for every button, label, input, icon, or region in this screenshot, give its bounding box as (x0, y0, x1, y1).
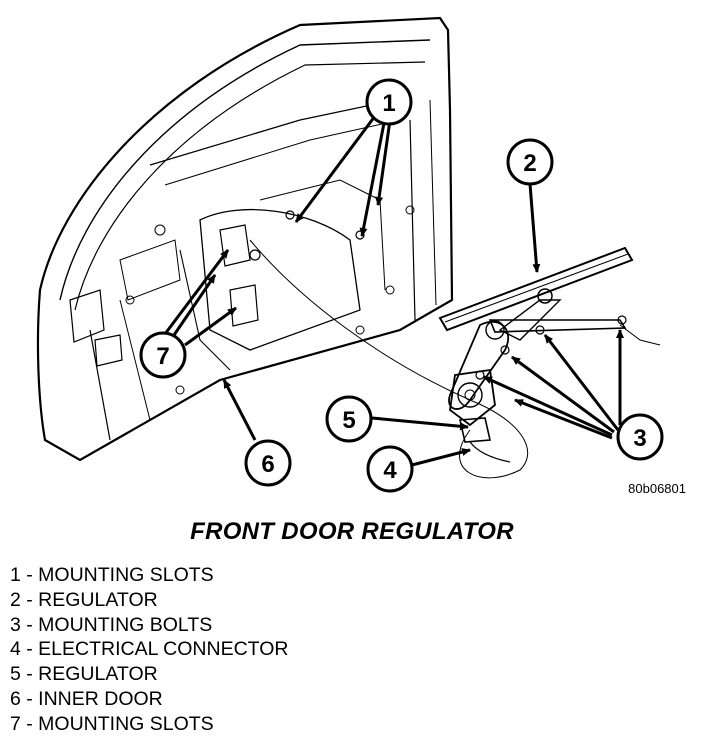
arrow-3c (511, 355, 615, 434)
legend-item: 4 - ELECTRICAL CONNECTOR (10, 638, 289, 661)
legend-item: 3 - MOUNTING BOLTS (10, 613, 213, 636)
arrow-3e (514, 398, 613, 440)
legend-list: 1 - MOUNTING SLOTS 2 - REGULATOR 3 - MOU… (10, 563, 288, 737)
callout-1-label: 1 (382, 90, 395, 117)
regulator-assembly (438, 246, 661, 463)
callout-5-label: 5 (342, 407, 355, 434)
arrow-4 (411, 448, 471, 467)
arrow-1a (294, 111, 380, 223)
arrow-1c (375, 119, 392, 206)
callout-6: 6 (244, 439, 292, 487)
arrow-7c (184, 306, 237, 347)
callout-arrows (163, 111, 624, 467)
callout-3: 3 (616, 413, 664, 461)
arrow-2 (528, 183, 541, 273)
arrow-3d (483, 375, 613, 437)
arrow-5 (371, 416, 469, 431)
callout-2: 2 (506, 138, 554, 186)
legend-item: 2 - REGULATOR (10, 588, 158, 611)
arrow-7b (170, 274, 217, 339)
callout-7: 7 (139, 331, 187, 379)
callout-3-label: 3 (633, 425, 646, 452)
arrow-1b (359, 117, 387, 237)
legend-item: 5 - REGULATOR (10, 663, 158, 686)
inner-door-panel (36, 16, 529, 479)
arrow-3a (543, 334, 620, 431)
callout-7-label: 7 (156, 343, 169, 370)
callout-1: 1 (365, 78, 413, 126)
callout-6-label: 6 (261, 451, 274, 478)
callout-4: 4 (366, 445, 414, 493)
figure-reference-code: 80b06801 (628, 481, 686, 496)
door-regulator-diagram: 1 2 3 4 5 6 7 (36, 16, 664, 493)
figure-title: FRONT DOOR REGULATOR (190, 518, 514, 545)
legend-item: 1 - MOUNTING SLOTS (10, 564, 214, 586)
callout-4-label: 4 (383, 457, 397, 484)
callout-5: 5 (325, 395, 373, 443)
legend-item: 6 - INNER DOOR (10, 687, 163, 710)
callout-2-label: 2 (523, 150, 536, 177)
arrow-7a (163, 249, 230, 335)
legend-item: 7 - MOUNTING SLOTS (10, 712, 214, 735)
arrow-6 (222, 379, 257, 441)
